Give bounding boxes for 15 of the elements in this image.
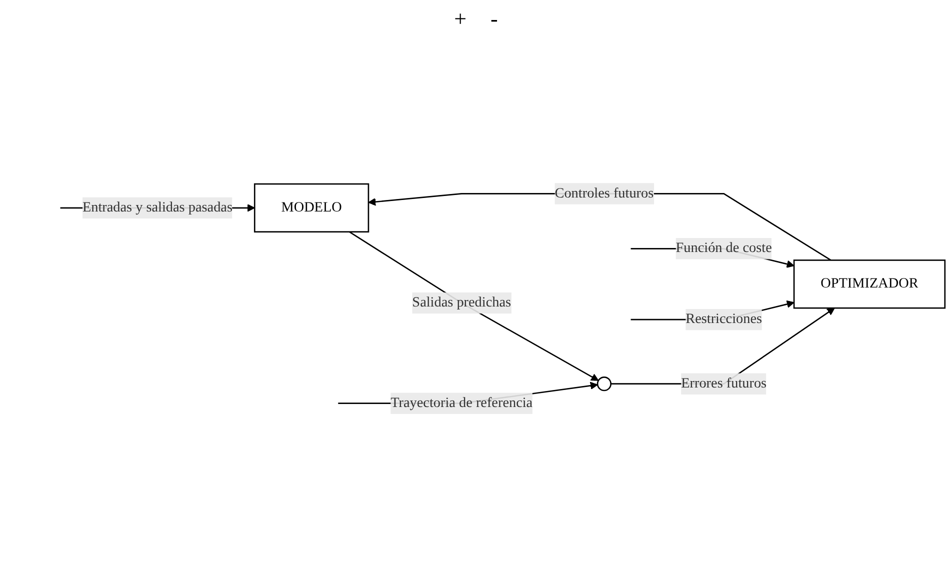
edge-label: Restricciones — [686, 312, 762, 327]
sign-label: - — [490, 6, 498, 32]
edge-label: Función de coste — [676, 240, 772, 256]
edge-label: Entradas y salidas pasadas — [82, 200, 232, 216]
sign-label: + — [454, 6, 467, 32]
node-circle — [596, 376, 612, 392]
edge-label: Errores futuros — [681, 376, 767, 392]
edge-label: Controles futuros — [554, 186, 654, 201]
node-box: MODELO — [254, 183, 370, 233]
edge-label: Salidas predichas — [412, 295, 512, 310]
arrow — [368, 193, 832, 261]
edge-label: Trayectoria de referencia — [390, 396, 533, 411]
node-box: OPTIMIZADOR — [793, 260, 946, 309]
arrow — [610, 308, 835, 385]
arrow — [348, 231, 599, 382]
